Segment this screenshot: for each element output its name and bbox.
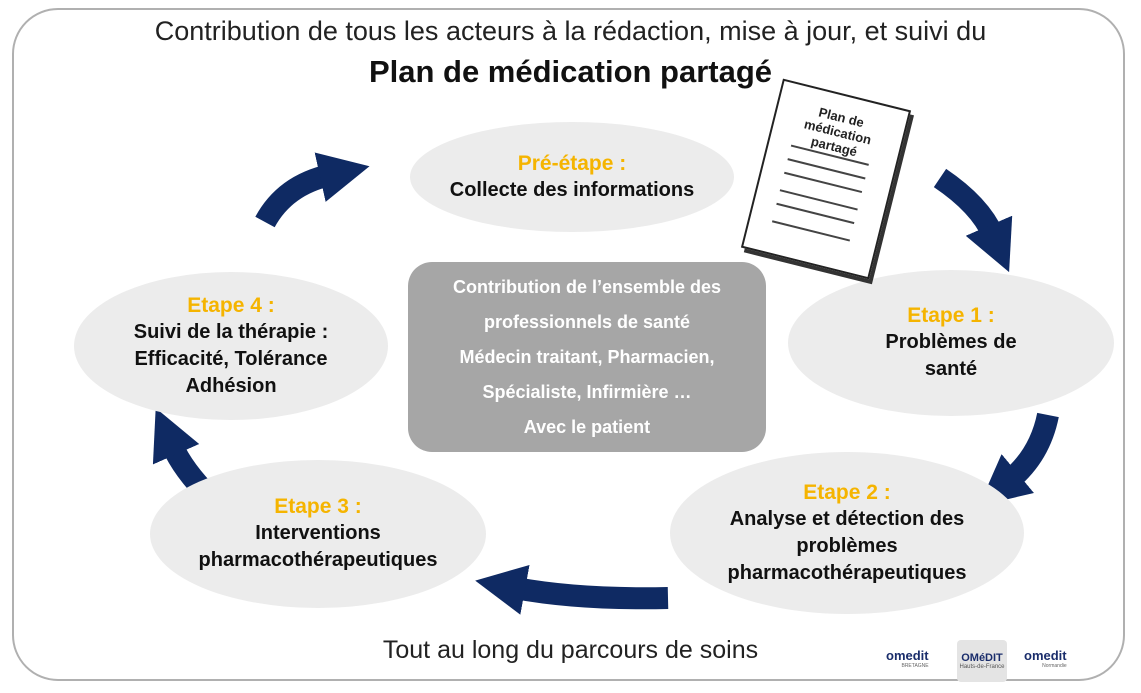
center-line-5: Avec le patient xyxy=(523,416,651,437)
arrow-pre-to-1 xyxy=(933,168,1013,273)
step-3-line-2: pharmacothérapeutiques xyxy=(198,549,438,571)
center-line-1: Contribution de l’ensemble des xyxy=(452,276,722,297)
title-line-2: Plan de médication partagé xyxy=(368,54,773,89)
step-2-line-3: pharmacothérapeutiques xyxy=(727,561,967,584)
step-4-heading: Etape 4 : xyxy=(187,293,275,317)
center-box: Contribution de l’ensemble des professio… xyxy=(408,262,766,452)
step-2-line-2: problèmes xyxy=(796,534,898,557)
logo-omedit-normandie: omedit Normandie xyxy=(1024,648,1067,669)
step-2: Etape 2 : Analyse et détection des probl… xyxy=(670,452,1024,614)
arrow-4-to-pre xyxy=(255,152,370,228)
center-line-4: Spécialiste, Infirmière … xyxy=(482,381,692,402)
step-pre-heading: Pré-étape : xyxy=(517,151,627,175)
logo-right-text: omedit xyxy=(1024,648,1067,663)
center-line-3: Médecin traitant, Pharmacien, xyxy=(459,346,715,367)
title-line-1: Contribution de tous les acteurs à la ré… xyxy=(154,16,987,46)
step-3-heading: Etape 3 : xyxy=(274,495,362,518)
step-1-line-2: santé xyxy=(924,358,978,380)
step-4-line-3: Adhésion xyxy=(185,374,277,397)
step-4: Etape 4 : Suivi de la thérapie : Efficac… xyxy=(74,272,388,420)
step-1-line-1: Problèmes de xyxy=(885,331,1017,353)
logo-middle-text: OMéDIT xyxy=(961,652,1003,664)
step-pre: Pré-étape : Collecte des informations xyxy=(410,122,734,232)
step-1: Etape 1 : Problèmes de santé xyxy=(788,270,1114,416)
center-line-2: professionnels de santé xyxy=(483,311,691,332)
logo-middle-sub: Hauts-de-France xyxy=(959,664,1005,670)
step-4-line-1: Suivi de la thérapie : xyxy=(133,320,329,343)
document-line xyxy=(771,220,851,242)
step-3: Etape 3 : Interventions pharmacothérapeu… xyxy=(150,460,486,608)
arrow-1-to-2 xyxy=(978,412,1059,506)
logo-left-text: omedit xyxy=(886,648,929,663)
footer-caption: Tout au long du parcours de soins xyxy=(382,636,759,664)
step-3-line-1: Interventions xyxy=(255,522,381,544)
arrow-2-to-3 xyxy=(475,564,669,615)
step-pre-line-1: Collecte des informations xyxy=(449,178,695,201)
logo-right-sub: Normandie xyxy=(1042,663,1067,669)
step-4-line-2: Efficacité, Tolérance xyxy=(134,347,328,370)
step-1-heading: Etape 1 : xyxy=(907,304,995,327)
step-2-line-1: Analyse et détection des xyxy=(729,507,965,530)
logo-omedit-bretagne: omedit BRETAGNE xyxy=(886,648,929,669)
step-2-heading: Etape 2 : xyxy=(803,480,891,504)
logo-omedit-hauts-de-france: OMéDIT Hauts-de-France xyxy=(957,640,1007,682)
logo-left-sub: BRETAGNE xyxy=(901,663,929,669)
